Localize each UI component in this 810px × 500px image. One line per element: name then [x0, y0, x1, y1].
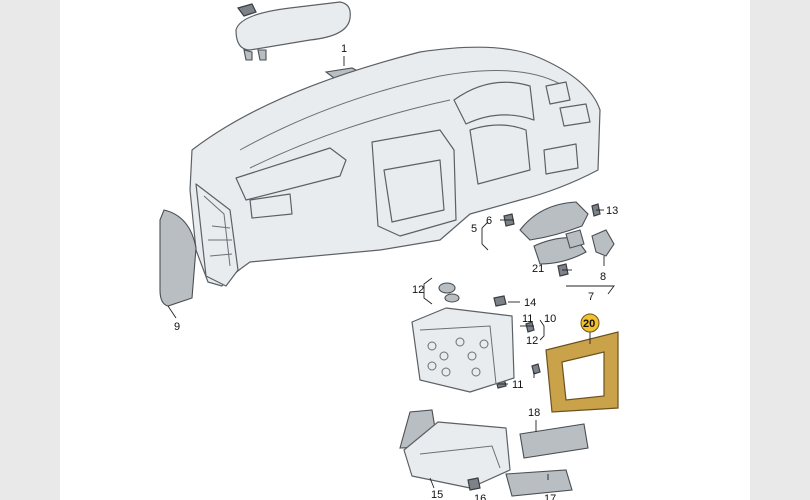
- callout-10: 10: [544, 313, 556, 325]
- fasteners-12-14: [438, 282, 541, 389]
- callout-1: 1: [341, 43, 347, 55]
- cover-plate-17: [505, 469, 573, 497]
- callout-8: 8: [600, 271, 606, 283]
- callout-18: 18: [528, 407, 540, 419]
- trim-frame-20: [545, 331, 619, 413]
- callout-17: 17: [544, 493, 556, 500]
- callout-21: 21: [532, 263, 544, 275]
- leader-lines: [167, 56, 615, 489]
- storage-compartment-15: [399, 409, 511, 489]
- screw-16: [467, 477, 481, 491]
- cover-plate-18: [519, 423, 589, 459]
- radio-mounting-bracket: [411, 307, 515, 393]
- callout-12-top: 12: [412, 284, 424, 296]
- callout-9: 9: [174, 321, 180, 333]
- callout-labels: 1 6 5 13 21 8 7 9 12 14 11 10 12 11 18 1…: [174, 43, 618, 500]
- callout-20: 20: [583, 318, 595, 330]
- side-end-panel-9: [159, 209, 197, 307]
- trim-parts-5-8: [503, 201, 615, 277]
- callout-5: 5: [471, 223, 477, 235]
- callout-13: 13: [606, 205, 618, 217]
- callout-14: 14: [524, 297, 536, 309]
- rear-view-mirror: [235, 1, 351, 61]
- callout-7: 7: [588, 291, 594, 303]
- callout-16: 16: [474, 493, 486, 500]
- callout-15: 15: [431, 489, 443, 500]
- dashboard-panel: [189, 46, 601, 287]
- callout-11-bottom: 11: [512, 379, 523, 391]
- callout-12-bottom: 12: [526, 335, 538, 347]
- highlight-badge-20: 20: [580, 313, 600, 333]
- callout-6: 6: [486, 215, 492, 227]
- callout-11-top: 11: [522, 313, 533, 325]
